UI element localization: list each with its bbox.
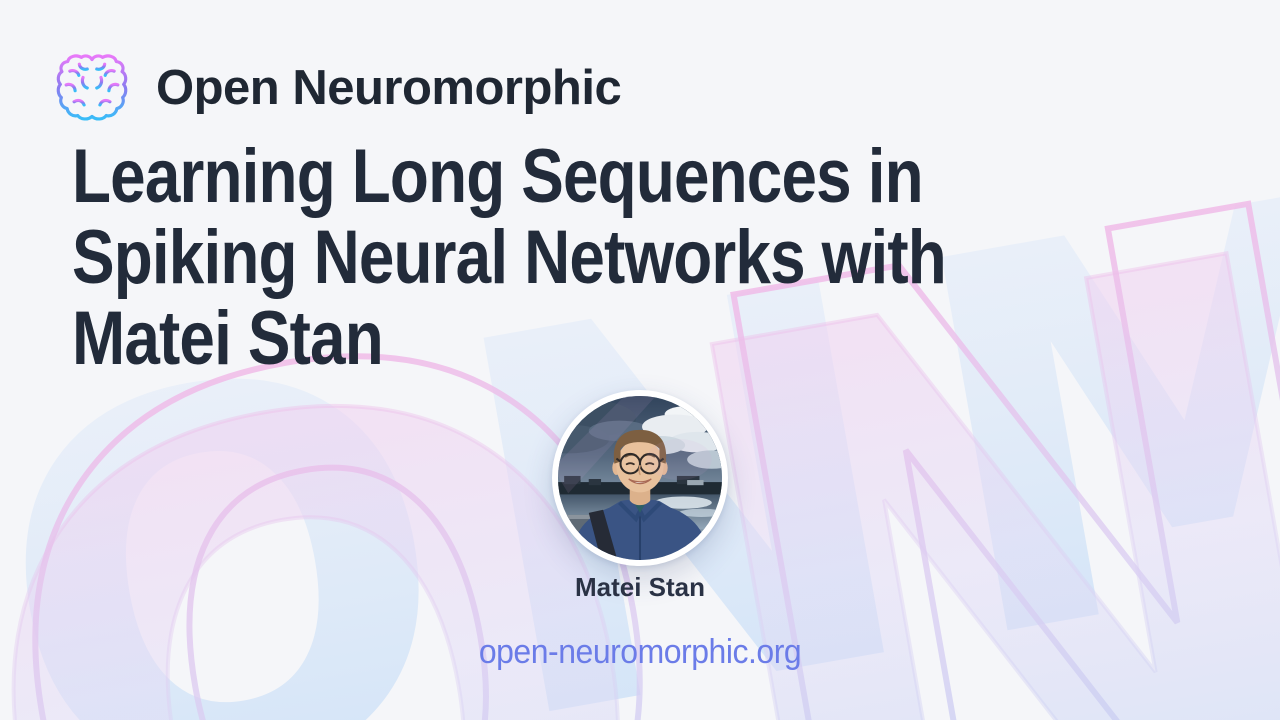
brain-icon xyxy=(56,54,128,121)
page-title: Learning Long Sequences in Spiking Neura… xyxy=(72,136,1248,379)
speaker-name: Matei Stan xyxy=(574,572,706,602)
title-line-2: Spiking Neural Networks with xyxy=(72,215,947,300)
brand-name: Open Neuromorphic xyxy=(156,61,622,115)
website-url-link[interactable]: open-neuromorphic.org xyxy=(478,633,802,671)
speaker-avatar xyxy=(552,390,728,566)
title-line-1: Learning Long Sequences in xyxy=(72,134,924,219)
title-line-3: Matei Stan xyxy=(72,296,384,381)
brand-header: Open Neuromorphic xyxy=(54,50,622,126)
